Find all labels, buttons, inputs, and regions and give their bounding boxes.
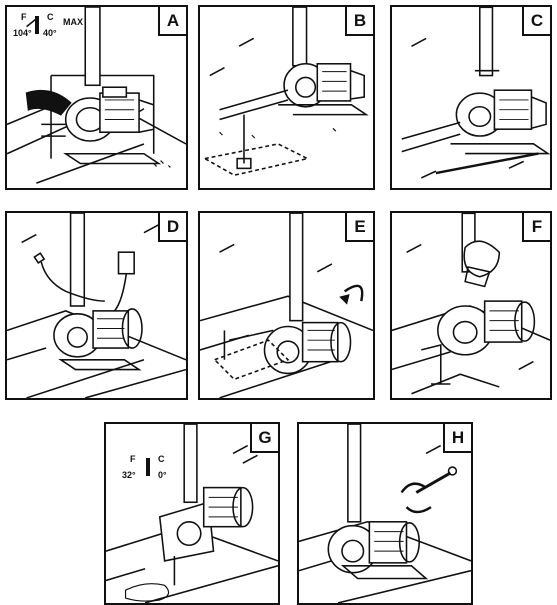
pump-installation-illustration [7,213,186,398]
panel-label: A [158,7,186,36]
panel-label: C [522,7,550,36]
panel-e: E [198,211,375,400]
pump-installation-illustration [392,213,550,395]
panel-label: G [250,424,278,453]
panel-f: F [390,211,552,400]
temperature-scale-g: F C 32° 0° [120,454,184,484]
pump-installation-illustration [202,7,369,177]
temperature-scale-a: F C 104° 40° MAX [13,12,83,42]
panel-label: B [345,7,373,36]
panel-label: D [158,213,186,242]
thermo-c-temp: 40° [43,28,57,38]
panel-label: E [345,213,373,242]
thermo-f-temp: 104° [13,28,32,38]
thermo-max-label: MAX [63,17,83,27]
thermo-f-temp: 32° [122,470,136,480]
pump-installation-illustration [299,424,471,603]
pump-installation-illustration [401,7,550,179]
panel-b: B [198,5,375,190]
panel-label: F [522,213,550,242]
pump-installation-illustration [106,424,278,603]
panel-c: C [390,5,552,190]
thermo-c-temp: 0° [158,470,167,480]
panel-label: H [443,424,471,453]
pump-installation-illustration [200,213,373,398]
thermo-f-label: F [21,12,27,22]
thermo-f-label: F [130,454,136,464]
panel-h: H [297,422,473,605]
panel-a: F C 104° 40° MAX A [5,5,188,190]
thermo-c-label: C [47,12,54,22]
panel-g: F C 32° 0° G [104,422,280,605]
panel-d: D [5,211,188,400]
pump-installation-illustration [7,7,186,184]
thermo-c-label: C [158,454,165,464]
thermometer-icon [35,16,39,34]
thermometer-icon [146,458,150,476]
